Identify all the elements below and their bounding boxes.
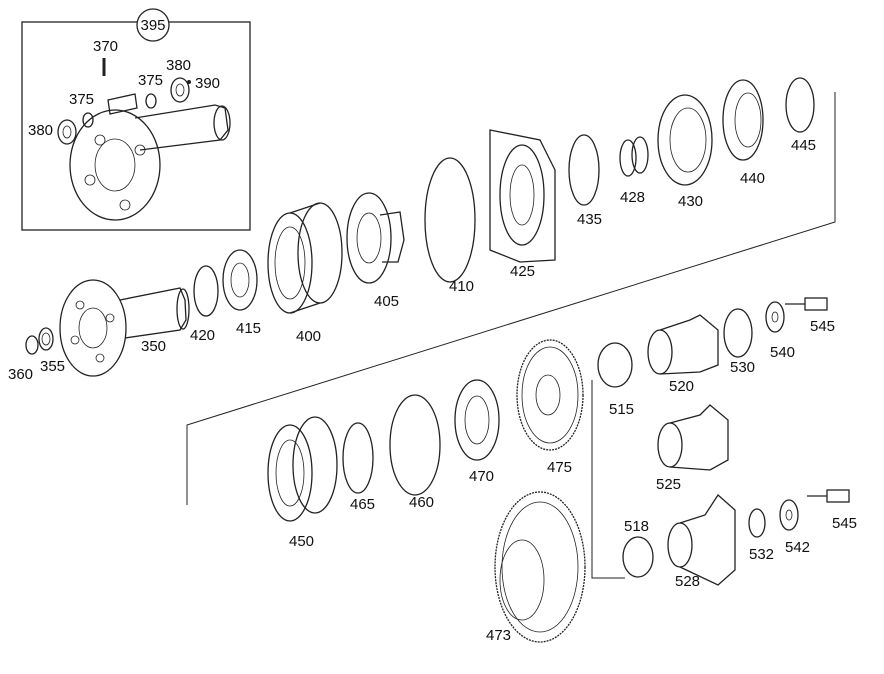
part-350-flange-shaft [59,279,190,377]
part-415-bearing [222,249,258,311]
part-542-washer [779,499,799,531]
part-532-oring [748,508,766,538]
label-400: 400 [296,328,321,345]
part-460-disc [389,394,441,496]
label-360: 360 [8,366,33,383]
label-415: 415 [236,320,261,337]
label-532: 532 [749,546,774,563]
part-420-circlip [193,265,219,317]
part-530-seal [723,308,753,358]
label-410: 410 [449,278,474,295]
label-355: 355 [40,358,65,375]
label-473: 473 [486,627,511,644]
part-425-plate [489,129,556,263]
part-473-gear [494,491,586,643]
callout-circle-395 [136,8,170,42]
part-410-ring [424,157,476,283]
label-440: 440 [740,170,765,187]
part-430-disc [657,94,713,186]
label-375: 375 [138,72,163,89]
label-520: 520 [669,378,694,395]
label-380-b: 380 [28,122,53,139]
label-470: 470 [469,468,494,485]
label-542: 542 [785,539,810,556]
part-525-flange [657,404,729,471]
part-355-seal [38,327,54,351]
label-435: 435 [577,211,602,228]
part-450-bearing [267,416,338,522]
label-515: 515 [609,401,634,418]
part-465-circlip [342,422,374,494]
label-545-b: 545 [832,515,857,532]
label-518: 518 [624,518,649,535]
label-350: 350 [141,338,166,355]
part-435-circlip [568,134,600,206]
part-545-bolt-2 [807,489,850,503]
label-370: 370 [93,38,118,55]
label-390: 390 [195,75,220,92]
part-360-circlip [25,335,39,355]
assembly-axis-line [186,92,836,505]
label-395: 395 [140,17,165,34]
part-440-bearing [722,79,764,161]
part-470-bearing [454,379,500,461]
part-428-sleeve [619,136,649,177]
label-445: 445 [791,137,816,154]
callout-labels: 395 370 375 380 390 375 380 360 355 350 … [8,17,857,644]
part-475-gear [516,339,584,451]
part-400-needle-bearing [267,202,343,314]
part-520-flange [647,314,719,375]
part-540-washer [765,301,785,333]
label-525: 525 [656,476,681,493]
label-540: 540 [770,344,795,361]
label-545: 545 [810,318,835,335]
label-475: 475 [547,459,572,476]
part-518-ring [622,536,654,578]
part-545-bolt [785,297,828,311]
label-465: 465 [350,496,375,513]
part-515-ring [597,342,633,388]
label-428: 428 [620,189,645,206]
label-375-b: 375 [69,91,94,108]
label-380: 380 [166,57,191,74]
label-425: 425 [510,263,535,280]
label-460: 460 [409,494,434,511]
label-405: 405 [374,293,399,310]
label-430: 430 [678,193,703,210]
part-528-flange [667,494,736,586]
label-420: 420 [190,327,215,344]
label-450: 450 [289,533,314,550]
part-445-circlip [785,77,815,133]
label-530: 530 [730,359,755,376]
assembly-axis-line-2 [591,380,625,579]
inset-detail-395 [21,8,251,231]
label-528: 528 [675,573,700,590]
part-405-hub [346,192,405,284]
